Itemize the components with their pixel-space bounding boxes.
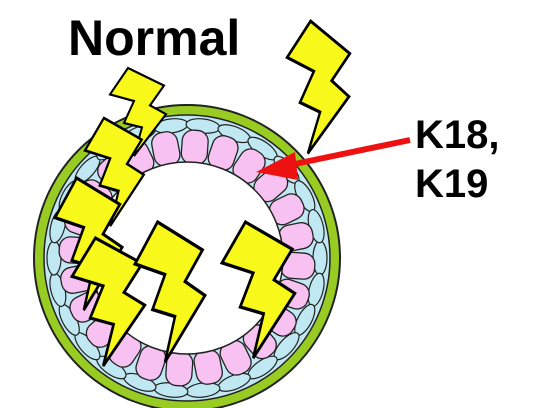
diagram-title: Normal [68,10,240,66]
myoepithelial-cell [47,241,61,275]
myoepithelial-cell [313,241,327,275]
lightning-bolt-icon [280,18,354,159]
annotation-line-1: K18, [415,113,500,157]
annotation-line-2: K19 [415,162,488,206]
luminal-cell [181,129,209,165]
